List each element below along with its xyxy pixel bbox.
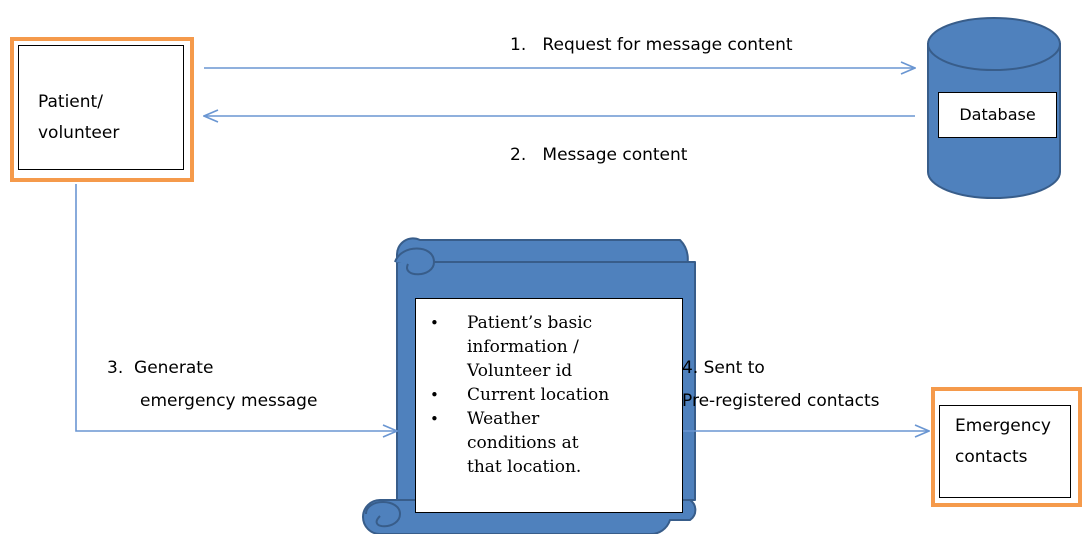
edge-label-sent-line-2: Pre-registered contacts	[682, 391, 880, 411]
message-item-line: conditions at	[467, 433, 579, 453]
patient-node: Patient/ volunteer	[18, 45, 184, 170]
message-content-list: Patient’s basic information / Volunteer …	[430, 311, 682, 479]
message-item-line: information /	[467, 337, 579, 357]
emergency-contacts-node: Emergency contacts	[939, 405, 1071, 498]
edge-label-generate: 3. Generate emergency message	[107, 352, 317, 418]
patient-label-line-2: volunteer	[38, 123, 120, 143]
edge-label-sent: 4. Sent to Pre-registered contacts	[682, 352, 879, 418]
edge-label-sent-line-1: 4. Sent to	[682, 358, 765, 378]
edge-label-content: 2. Message content	[510, 145, 688, 165]
message-item-line: Patient’s basic	[467, 313, 593, 333]
edge-label-generate-line-1: 3. Generate	[107, 358, 214, 378]
message-item-line: Current location	[467, 385, 610, 405]
message-item-line: that location.	[467, 457, 582, 477]
message-item-line: Volunteer id	[467, 361, 573, 381]
contacts-label-line-1: Emergency	[955, 416, 1051, 436]
message-content-box: Patient’s basic information / Volunteer …	[415, 298, 683, 513]
message-item-basic-info: Patient’s basic information / Volunteer …	[430, 311, 682, 383]
contacts-highlight-frame	[931, 387, 1082, 507]
contacts-label-line-2: contacts	[955, 447, 1028, 467]
message-item-location: Current location	[430, 383, 682, 407]
message-item-line: Weather	[467, 409, 540, 429]
database-node-label: Database	[938, 92, 1057, 138]
edge-label-generate-line-2: emergency message	[140, 391, 318, 411]
patient-highlight-frame	[10, 37, 194, 182]
patient-label-line-1: Patient/	[38, 92, 103, 112]
edge-label-request: 1. Request for message content	[510, 35, 793, 55]
edge-generate-arrow	[75, 184, 397, 431]
message-item-weather: Weather conditions at that location.	[430, 407, 682, 479]
